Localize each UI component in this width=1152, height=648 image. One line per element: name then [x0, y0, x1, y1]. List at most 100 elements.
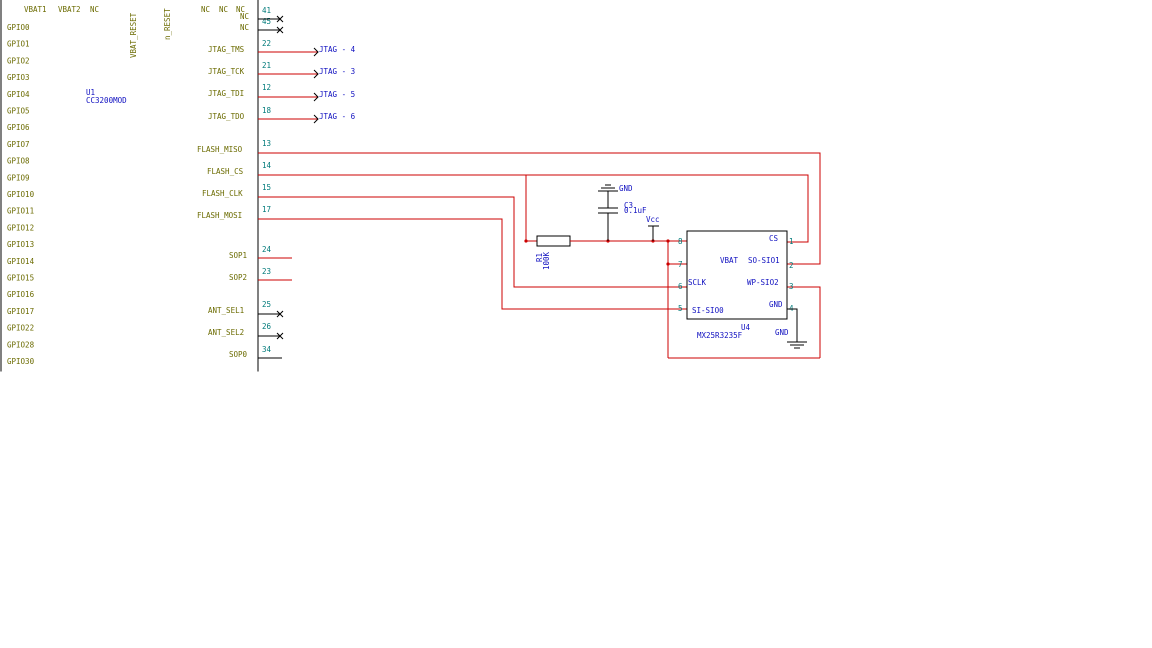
u4-pin-name: SCLK: [688, 278, 707, 287]
u1-right-pin-name: JTAG_TDO: [208, 112, 245, 121]
u1-gpio-pin: GPIO9: [7, 173, 30, 182]
u1-right-pin-number: 45: [262, 17, 271, 26]
u1-right-pin-name: FLASH_MISO: [197, 145, 243, 154]
u4-pin-name: SI-SIO0: [692, 306, 724, 315]
u1-top-pin: NC: [236, 5, 245, 14]
u1-right-pin-number: 34: [262, 345, 272, 354]
flash-clk-wire: [258, 196, 687, 288]
u1-right-pin-name: ANT_SEL2: [208, 328, 244, 337]
u1-gpio-pin: GPIO0: [7, 23, 30, 32]
jtag-net-label: JTAG - 6: [319, 112, 356, 121]
u1-right-pin-name: JTAG_TMS: [208, 45, 245, 54]
u1-right-pin-number: 41: [262, 6, 271, 15]
c3-designator: C3: [624, 201, 633, 210]
u1-right-pin-number: 12: [262, 83, 271, 92]
net-port-arrow: [313, 69, 319, 79]
u1-gpio-pin: GPIO17: [7, 307, 34, 316]
u1-right-pin-number: 13: [262, 139, 271, 148]
u4-pin-name: CS: [769, 234, 779, 243]
u4-pin-number: 1: [789, 237, 794, 246]
u1-right-pin-name: FLASH_CLK: [202, 189, 243, 198]
u1-gpio-pin: GPIO14: [7, 257, 35, 266]
u1-right-pin-number: 25: [262, 300, 271, 309]
r1-value: 100K: [542, 251, 551, 270]
u1-right-pin-name: JTAG_TDI: [208, 89, 244, 98]
u1-vbat-reset-pin: VBAT_RESET: [129, 12, 138, 58]
u1-gpio-pin: GPIO10: [7, 190, 35, 199]
u4-pin-name: WP-SIO2: [747, 278, 779, 287]
flash-cs-wire: [258, 174, 809, 243]
u1-gpio-pin: GPIO13: [7, 240, 34, 249]
u1-right-pin-number: 14: [262, 161, 272, 170]
u1-right-pin-name: NC: [240, 23, 249, 32]
u1-part-number: CC3200MOD: [86, 96, 127, 105]
u1-right-pin-name: SOP2: [229, 273, 247, 282]
u1-right-pin-name: JTAG_TCK: [208, 67, 245, 76]
u1-gpio-pin: GPIO28: [7, 340, 35, 349]
u1-right-pin-number: 17: [262, 205, 271, 214]
junction-dot: [666, 239, 670, 243]
u1-gpio-pin: GPIO3: [7, 73, 30, 82]
u4-pin-name: GND: [769, 300, 783, 309]
u1-right-pin-name: FLASH_MOSI: [197, 211, 242, 220]
junction-dot: [524, 239, 528, 243]
u1-right-pin-name: SOP1: [229, 251, 247, 260]
u1-gpio-pin: GPIO7: [7, 140, 30, 149]
r1-designator: R1: [535, 253, 544, 262]
u4-pin-number: 2: [789, 261, 794, 270]
jtag-net-label: JTAG - 4: [319, 45, 356, 54]
u1-right-pin-name: ANT_SEL1: [208, 306, 244, 315]
u1-gpio-pin: GPIO12: [7, 223, 34, 232]
u4-pin-number: 3: [789, 282, 794, 291]
u1-right-pin-number: 24: [262, 245, 272, 254]
u4-pin-name: SO-SIO1: [748, 256, 780, 265]
u1-gpio-pin: GPIO22: [7, 324, 34, 333]
u1-right-pin-name: SOP0: [229, 350, 248, 359]
u1-gpio-pin: GPIO4: [7, 90, 30, 99]
u1-gpio-pin: GPIO30: [7, 357, 35, 366]
u1-right-pin-number: 21: [262, 61, 271, 70]
flash-miso-wire: [258, 152, 821, 265]
no-connect-marker: [276, 310, 284, 318]
vcc-label: Vcc: [646, 215, 660, 224]
u4-pin-number: 6: [678, 282, 683, 291]
u1-top-pin: NC: [219, 5, 228, 14]
u1-gpio-pin: GPIO1: [7, 40, 30, 49]
net-port-arrow: [313, 92, 319, 102]
u1-gpio-pins: GPIO0GPIO1GPIO2GPIO3GPIO4GPIO5GPIO6GPIO7…: [7, 23, 35, 366]
net-port-arrow: [313, 114, 319, 124]
u4-designator: U4: [741, 323, 751, 332]
u1-right-pin-name: NC: [240, 12, 249, 21]
junction-dot: [666, 262, 670, 266]
u1-gpio-pin: GPIO5: [7, 107, 30, 116]
u1-right-pin-number: 22: [262, 39, 271, 48]
u1-gpio-pin: GPIO11: [7, 207, 34, 216]
u1-top-pin: NC: [201, 5, 210, 14]
u1-designator: U1: [86, 88, 95, 97]
u1-nreset-pin: n_RESET: [163, 8, 172, 40]
u4-pin-number: 8: [678, 237, 683, 246]
flash-mosi-wire: [258, 218, 687, 310]
u4-gnd-label: GND: [775, 328, 789, 337]
u1-right-pin-number: 18: [262, 106, 272, 115]
u1-right-pin-name: FLASH_CS: [207, 167, 244, 176]
u1-gpio-pin: GPIO6: [7, 123, 30, 132]
net-port-arrow: [313, 47, 319, 57]
u1-gpio-pin: GPIO2: [7, 56, 30, 65]
u1-gpio-pin: GPIO16: [7, 290, 35, 299]
u1-gpio-pin: GPIO8: [7, 157, 30, 166]
no-connect-marker: [276, 26, 284, 34]
u4-pin-name: VBAT: [720, 256, 739, 265]
u1-right-pin-number: 15: [262, 183, 271, 192]
no-connect-marker: [276, 332, 284, 340]
u4-body: [686, 230, 788, 320]
u4-part-number: MX25R3235F: [697, 331, 743, 340]
no-connect-marker: [276, 15, 284, 23]
c3-gnd-label: GND: [619, 184, 633, 193]
jtag-net-label: JTAG - 3: [319, 67, 355, 76]
u1-right-pin-number: 26: [262, 322, 272, 331]
u4-gnd-wire: [787, 308, 798, 342]
u1-top-pin: VBAT1: [24, 5, 47, 14]
r1-resistor-body: [536, 235, 571, 247]
